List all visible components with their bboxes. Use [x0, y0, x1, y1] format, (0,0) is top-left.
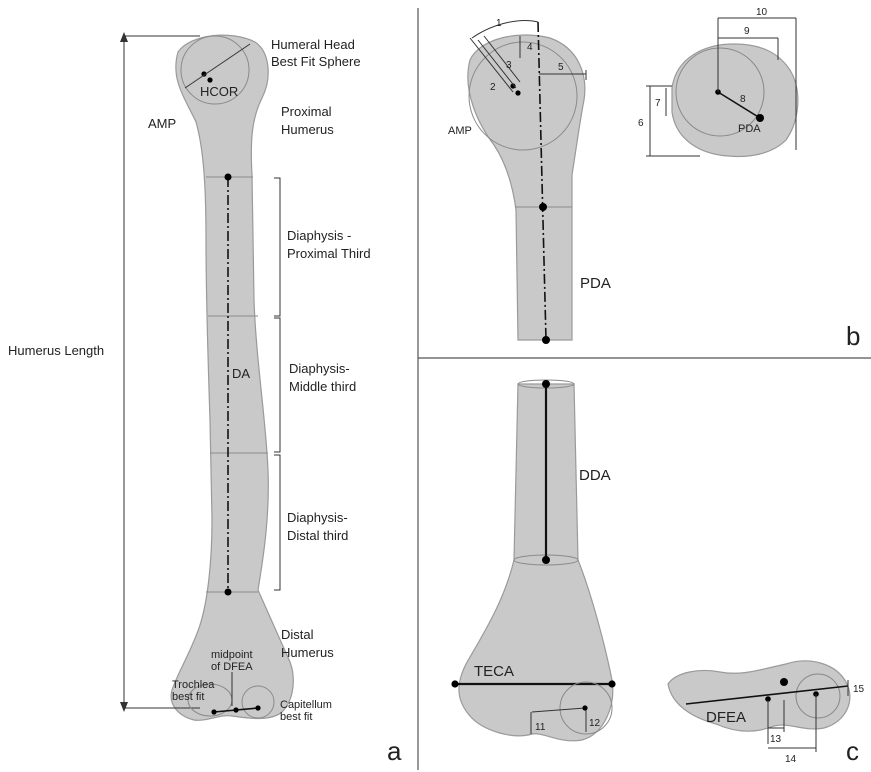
dda-top-point: [542, 380, 550, 388]
label-dfea: DFEA: [706, 709, 746, 726]
hcor-point-b2: [515, 90, 520, 95]
label-distal-humerus-1: Distal: [281, 627, 314, 642]
label-capitellum-1: Capitellum: [280, 699, 332, 711]
label-amp-b: AMP: [448, 125, 472, 137]
label-amp-a: AMP: [148, 116, 176, 131]
capitellum-center: [255, 705, 260, 710]
label-n5: 5: [558, 62, 564, 73]
label-diaphysis-distal-2: Distal third: [287, 528, 348, 543]
label-n9: 9: [744, 26, 750, 37]
pda-top-point: [539, 203, 547, 211]
label-diaphysis-proximal-2: Proximal Third: [287, 246, 371, 261]
label-n11: 11: [535, 722, 546, 733]
label-n10: 10: [756, 7, 768, 18]
label-diaphysis-middle-2: Middle third: [289, 379, 356, 394]
label-diaphysis-middle-1: Diaphysis-: [289, 361, 350, 376]
distal-humerus-bone: [459, 384, 613, 741]
teca-left-point: [451, 680, 458, 687]
da-top-point: [225, 174, 232, 181]
panel-letter-b: b: [846, 321, 860, 351]
label-n3: 3: [506, 60, 512, 71]
proximal-humerus-bone: [468, 35, 585, 340]
label-proximal-humerus-2: Humerus: [281, 122, 334, 137]
dda-bottom-point: [542, 556, 550, 564]
label-humerus-length: Humerus Length: [8, 343, 104, 358]
label-n7: 7: [655, 98, 661, 109]
label-capitellum-2: best fit: [280, 711, 312, 723]
label-best-fit-sphere: Best Fit Sphere: [271, 54, 361, 69]
label-n4: 4: [527, 42, 533, 53]
label-pda-small: PDA: [738, 123, 761, 135]
dfea-midpoint: [233, 707, 238, 712]
label-n8: 8: [740, 94, 746, 105]
head-superior-view: [672, 44, 798, 156]
length-arrow-bottom: [120, 702, 128, 712]
bracket-middle-third: [274, 318, 280, 452]
label-dda: DDA: [579, 467, 611, 484]
label-hcor: HCOR: [200, 84, 238, 99]
c-point-a: [582, 705, 587, 710]
label-proximal-humerus-1: Proximal: [281, 104, 332, 119]
label-distal-humerus-2: Humerus: [281, 645, 334, 660]
label-diaphysis-distal-1: Diaphysis-: [287, 510, 348, 525]
label-n15: 15: [853, 684, 865, 695]
panel-c: DDA TECA 11 12 DFEA 13 14 15 c: [451, 380, 864, 766]
label-n12: 12: [589, 718, 601, 729]
label-teca: TECA: [474, 663, 514, 680]
label-midpoint-1: midpoint: [211, 649, 253, 661]
label-n2: 2: [490, 82, 496, 93]
panel-letter-a: a: [387, 736, 402, 766]
label-n6: 6: [638, 118, 644, 129]
trochlea-center: [211, 709, 216, 714]
pda-point-superior: [756, 114, 764, 122]
bracket-distal-third: [274, 455, 280, 590]
label-n14: 14: [785, 754, 797, 765]
label-trochlea-2: best fit: [172, 691, 204, 703]
label-da: DA: [232, 366, 250, 381]
label-humeral-head: Humeral Head: [271, 37, 355, 52]
label-midpoint-2: of DFEA: [211, 661, 253, 673]
label-diaphysis-proximal-1: Diaphysis -: [287, 228, 351, 243]
panel-b: 1 2 3 4 5 AMP PDA 6 7 8 9 10 PDA b: [448, 7, 860, 351]
panel-a: Humeral Head Best Fit Sphere HCOR AMP Pr…: [8, 32, 402, 766]
label-n13: 13: [770, 734, 782, 745]
label-trochlea-1: Trochlea: [172, 679, 215, 691]
panel-letter-c: c: [846, 736, 859, 766]
head-point: [207, 77, 212, 82]
label-pda: PDA: [580, 275, 611, 292]
bracket-proximal-third: [274, 178, 280, 316]
teca-right-point: [608, 680, 615, 687]
da-bottom-point: [225, 589, 232, 596]
label-n1: 1: [496, 18, 502, 29]
inferior-point-1: [780, 678, 788, 686]
length-arrow-top: [120, 32, 128, 42]
pda-bottom-point: [542, 336, 550, 344]
